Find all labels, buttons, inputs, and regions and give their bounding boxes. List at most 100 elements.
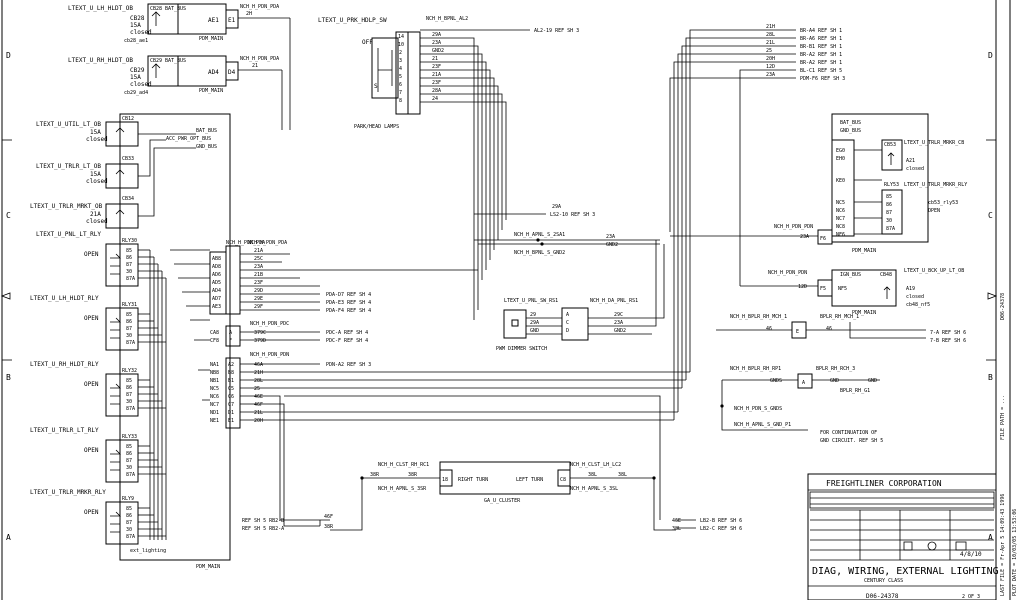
bplr-conn-e: E — [796, 329, 799, 335]
rr-ref: BR-B1 REF SH 1 — [800, 44, 842, 50]
cluster-net-l2: NCH_H_APNL_S_3SR — [378, 486, 427, 492]
headlamp-pin-3: 3 — [399, 58, 402, 64]
side-dwg-ref: D06-24378 — [1000, 293, 1006, 320]
relay-pin: 30 — [126, 527, 132, 533]
relay-pin: 86 — [126, 513, 132, 519]
cluster-pin-l: 18 — [442, 477, 448, 483]
pdm-main-label-1: PDM_MAIN — [199, 36, 223, 42]
center-ls2-ref: LS2-10 REF SH 3 — [550, 212, 595, 218]
pdm-c-pin: CF8 — [210, 338, 219, 344]
relay-pin: 87 — [126, 262, 132, 268]
bplr-gnd2: GND — [868, 378, 877, 384]
headlamp-caption: PARK/HEAD LAMPS — [354, 124, 399, 130]
backup-net: NCH_H_PDN_PDN — [768, 270, 807, 276]
trlr-rpin: NC7 — [836, 216, 845, 222]
relay-pin: 86 — [126, 451, 132, 457]
headlamp-s: S — [374, 83, 378, 90]
breaker-ref: cb29_ad4 — [124, 90, 148, 96]
breaker-label: LTEXT_U_RH_HLDT_OB — [68, 57, 133, 64]
relay-label: LTEXT_U_TRLR_MRKR_RLY — [30, 489, 106, 496]
breaker-wire: 21 — [252, 63, 258, 69]
bplr-net1b: BPLR_RH_MCH_1 — [820, 314, 859, 320]
lb2-wire-0: 46E — [672, 518, 681, 524]
pdm-a-ref: PDA-E3 REF SH 4 — [326, 300, 371, 306]
rr-wire: 23A — [766, 72, 775, 78]
grid-row-d-right: D — [988, 51, 993, 60]
pdm-n-wire: 28L — [254, 378, 263, 384]
backup-ref: cb48_nf5 — [906, 302, 930, 308]
relay-id: RLY9 — [122, 496, 134, 502]
breaker-cb: CB28 — [130, 15, 145, 22]
lb2-wire-1: 38L — [672, 526, 681, 532]
relay-pin: 87A — [126, 406, 135, 412]
pdm-n-connector: NCH_H_PDN_PDN NA1 NB8 NB1 NC5 NC6 NC7 ND… — [210, 352, 690, 527]
pdm-a-net-2: NCH_H_PDN_PDA — [248, 240, 287, 246]
pdm-a-wire: 23F — [254, 280, 263, 286]
pdm-n-pin: NB1 — [210, 378, 219, 384]
breaker-amps: 15A — [130, 22, 141, 29]
relay-pin: 85 — [126, 506, 132, 512]
cluster-right-turn: RIGHT TURN — [458, 477, 488, 483]
pdm-a-connector: NCH_H_PDN_PDA NCH_H_PDN_PDA AB8 AD8 AD6 … — [209, 240, 478, 315]
backup-light-group: NCH_H_PDN_PDN LTEXT_U_BCK_UP_LT_OB IGN_B… — [740, 268, 964, 316]
headlamp-pin-8: 8 — [399, 98, 402, 104]
trlr-bus-gnd: GND_BUS — [840, 128, 861, 134]
trlr-rpin2: 87A — [886, 226, 895, 232]
trlr-net: NCH_H_PDN_PDN — [774, 224, 813, 230]
grid-row-d-left: D — [6, 51, 11, 60]
bus-bat: BAT_BUS — [196, 128, 217, 134]
bplr-note2: GND CIRCUIT. REF SH 5 — [820, 438, 883, 444]
side-plot-date: PLOT DATE = 10/03/05 13:53:06 — [1012, 509, 1018, 596]
bplr-net3: NCH_H_PDN_S_GNDS — [734, 406, 782, 412]
bus-gnd: GND_BUS — [196, 144, 217, 150]
pdm-n-conn: A2 — [228, 362, 234, 368]
breaker-cb28: LTEXT_U_LH_HLDT_OB CB28 15A closed cb28_… — [68, 3, 291, 130]
trlr-rpin2: 87 — [886, 210, 892, 216]
relay-pin: 87 — [126, 392, 132, 398]
relay-pin: 87 — [126, 458, 132, 464]
headlamp-pin-5: 5 — [399, 74, 402, 80]
grid-row-b-right: B — [988, 373, 993, 382]
trlr-rpin: NF6 — [836, 232, 845, 238]
dimmer-caption: PWM DIMMER SWITCH — [496, 346, 547, 352]
pdm-n-wire: 25 — [254, 386, 260, 392]
backup-state: closed — [906, 294, 924, 300]
cluster-caption: GA_U_CLUSTER — [484, 498, 521, 504]
hl-wire-4: 23F — [432, 64, 441, 70]
pdm-a-wire: 21A — [254, 248, 263, 254]
pdm-a-pin: AD6 — [212, 272, 221, 278]
trlr-rpin: NC6 — [836, 208, 845, 214]
relay-pin: 87 — [126, 326, 132, 332]
rr-wire: 12D — [766, 64, 775, 70]
relay-label: LTEXT_U_PNL_LT_RLY — [36, 231, 101, 238]
rr-ref: BL-C1 REF SH 5 — [800, 68, 842, 74]
hl-wire-1: 23A — [432, 40, 441, 46]
headlamp-pin-4: 4 — [399, 66, 402, 72]
dimmer-wire: GND — [530, 328, 539, 334]
center-net2: NCH_H_BPNL_S_GND2 — [514, 250, 565, 256]
pdm-n-pin: NC5 — [210, 386, 219, 392]
relay-pin: 30 — [126, 269, 132, 275]
trlr-conn: F6 — [820, 236, 826, 242]
cluster-pin-r: C8 — [560, 477, 566, 483]
trailer-marker-group: BAT_BUS GND_BUS EG0 EH0 KE0 NC5 NC6 NC7 … — [670, 113, 967, 254]
grid-row-b-left: B — [6, 373, 11, 382]
tb-sheet: 2 OF 3 — [962, 594, 980, 600]
trlr-rly-ref: cb53_rly53 — [928, 200, 958, 206]
pdm-a-wire: 29D — [254, 288, 263, 294]
breaker-wire: 2H — [246, 11, 252, 17]
pdm-main-label-left: PDM_MAIN — [196, 564, 220, 570]
pdm-c-wire: 379C — [254, 330, 266, 336]
cb-id: CB34 — [122, 196, 134, 202]
hl-wire-7: 28A — [432, 88, 441, 94]
pdm-a-wire: 21B — [254, 272, 263, 278]
rr-ref: PDM-F6 REF SH 3 — [800, 76, 845, 82]
cluster-net-l: NCH_H_CLST_RH_RC1 — [378, 462, 429, 468]
grid-row-a-right: A — [988, 533, 993, 542]
headlamp-switch: LTEXT_U_PRK_HDLP_SW OFF S 14 10 2 3 4 5 … — [318, 16, 579, 320]
trlr-rpin2: 30 — [886, 218, 892, 224]
dimmer-net: NCH_H_DA_PNL_RS1 — [590, 298, 638, 304]
breaker-cb29: LTEXT_U_RH_HLDT_OB CB29 15A closed cb29_… — [68, 55, 283, 130]
